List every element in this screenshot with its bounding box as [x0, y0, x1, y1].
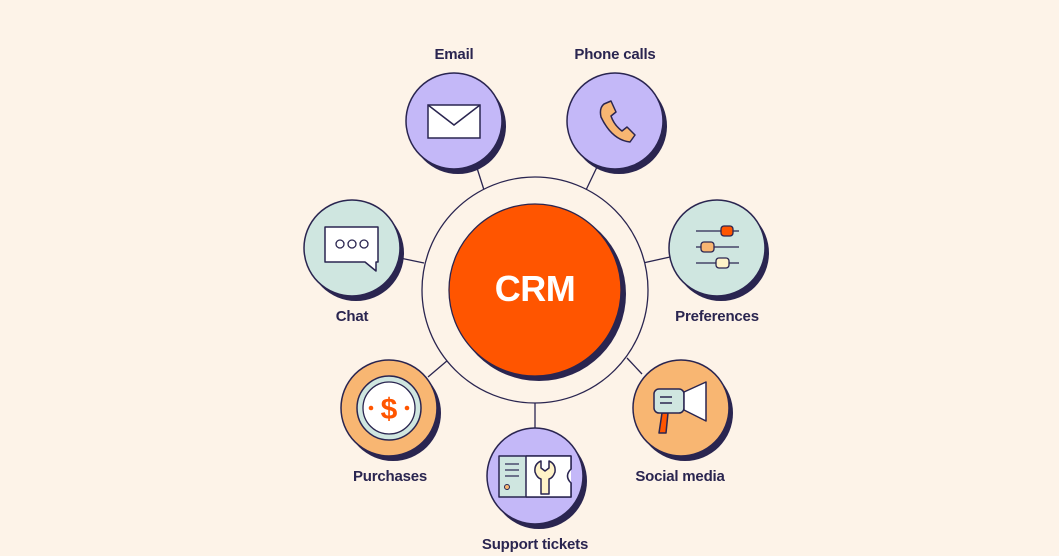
support-tickets-node — [486, 427, 587, 529]
social-media-label: Social media — [635, 468, 725, 485]
email-node — [405, 72, 506, 174]
megaphone-icon — [653, 381, 707, 434]
chat-label: Chat — [335, 308, 369, 325]
chat-bubble-icon — [324, 226, 379, 272]
crm-center-label: CRM — [494, 268, 576, 309]
purchases-node: $ — [340, 359, 441, 461]
support-tickets-label: Support tickets — [481, 536, 589, 553]
email-label: Email — [434, 46, 474, 63]
sliders-icon — [696, 225, 739, 269]
dollar-coin-icon: $ — [356, 375, 422, 441]
phone-icon — [599, 100, 636, 143]
ticket-wrench-icon — [498, 455, 572, 498]
preferences-node — [668, 199, 769, 301]
envelope-icon — [427, 104, 481, 139]
crm-center-circle — [448, 203, 622, 377]
purchases-label: Purchases — [352, 468, 428, 485]
svg-text:$: $ — [381, 393, 398, 426]
chat-node — [303, 199, 404, 301]
preferences-label: Preferences — [675, 308, 759, 325]
phone-calls-label: Phone calls — [574, 46, 656, 63]
phone-node — [566, 72, 667, 174]
social-media-node — [632, 359, 733, 461]
